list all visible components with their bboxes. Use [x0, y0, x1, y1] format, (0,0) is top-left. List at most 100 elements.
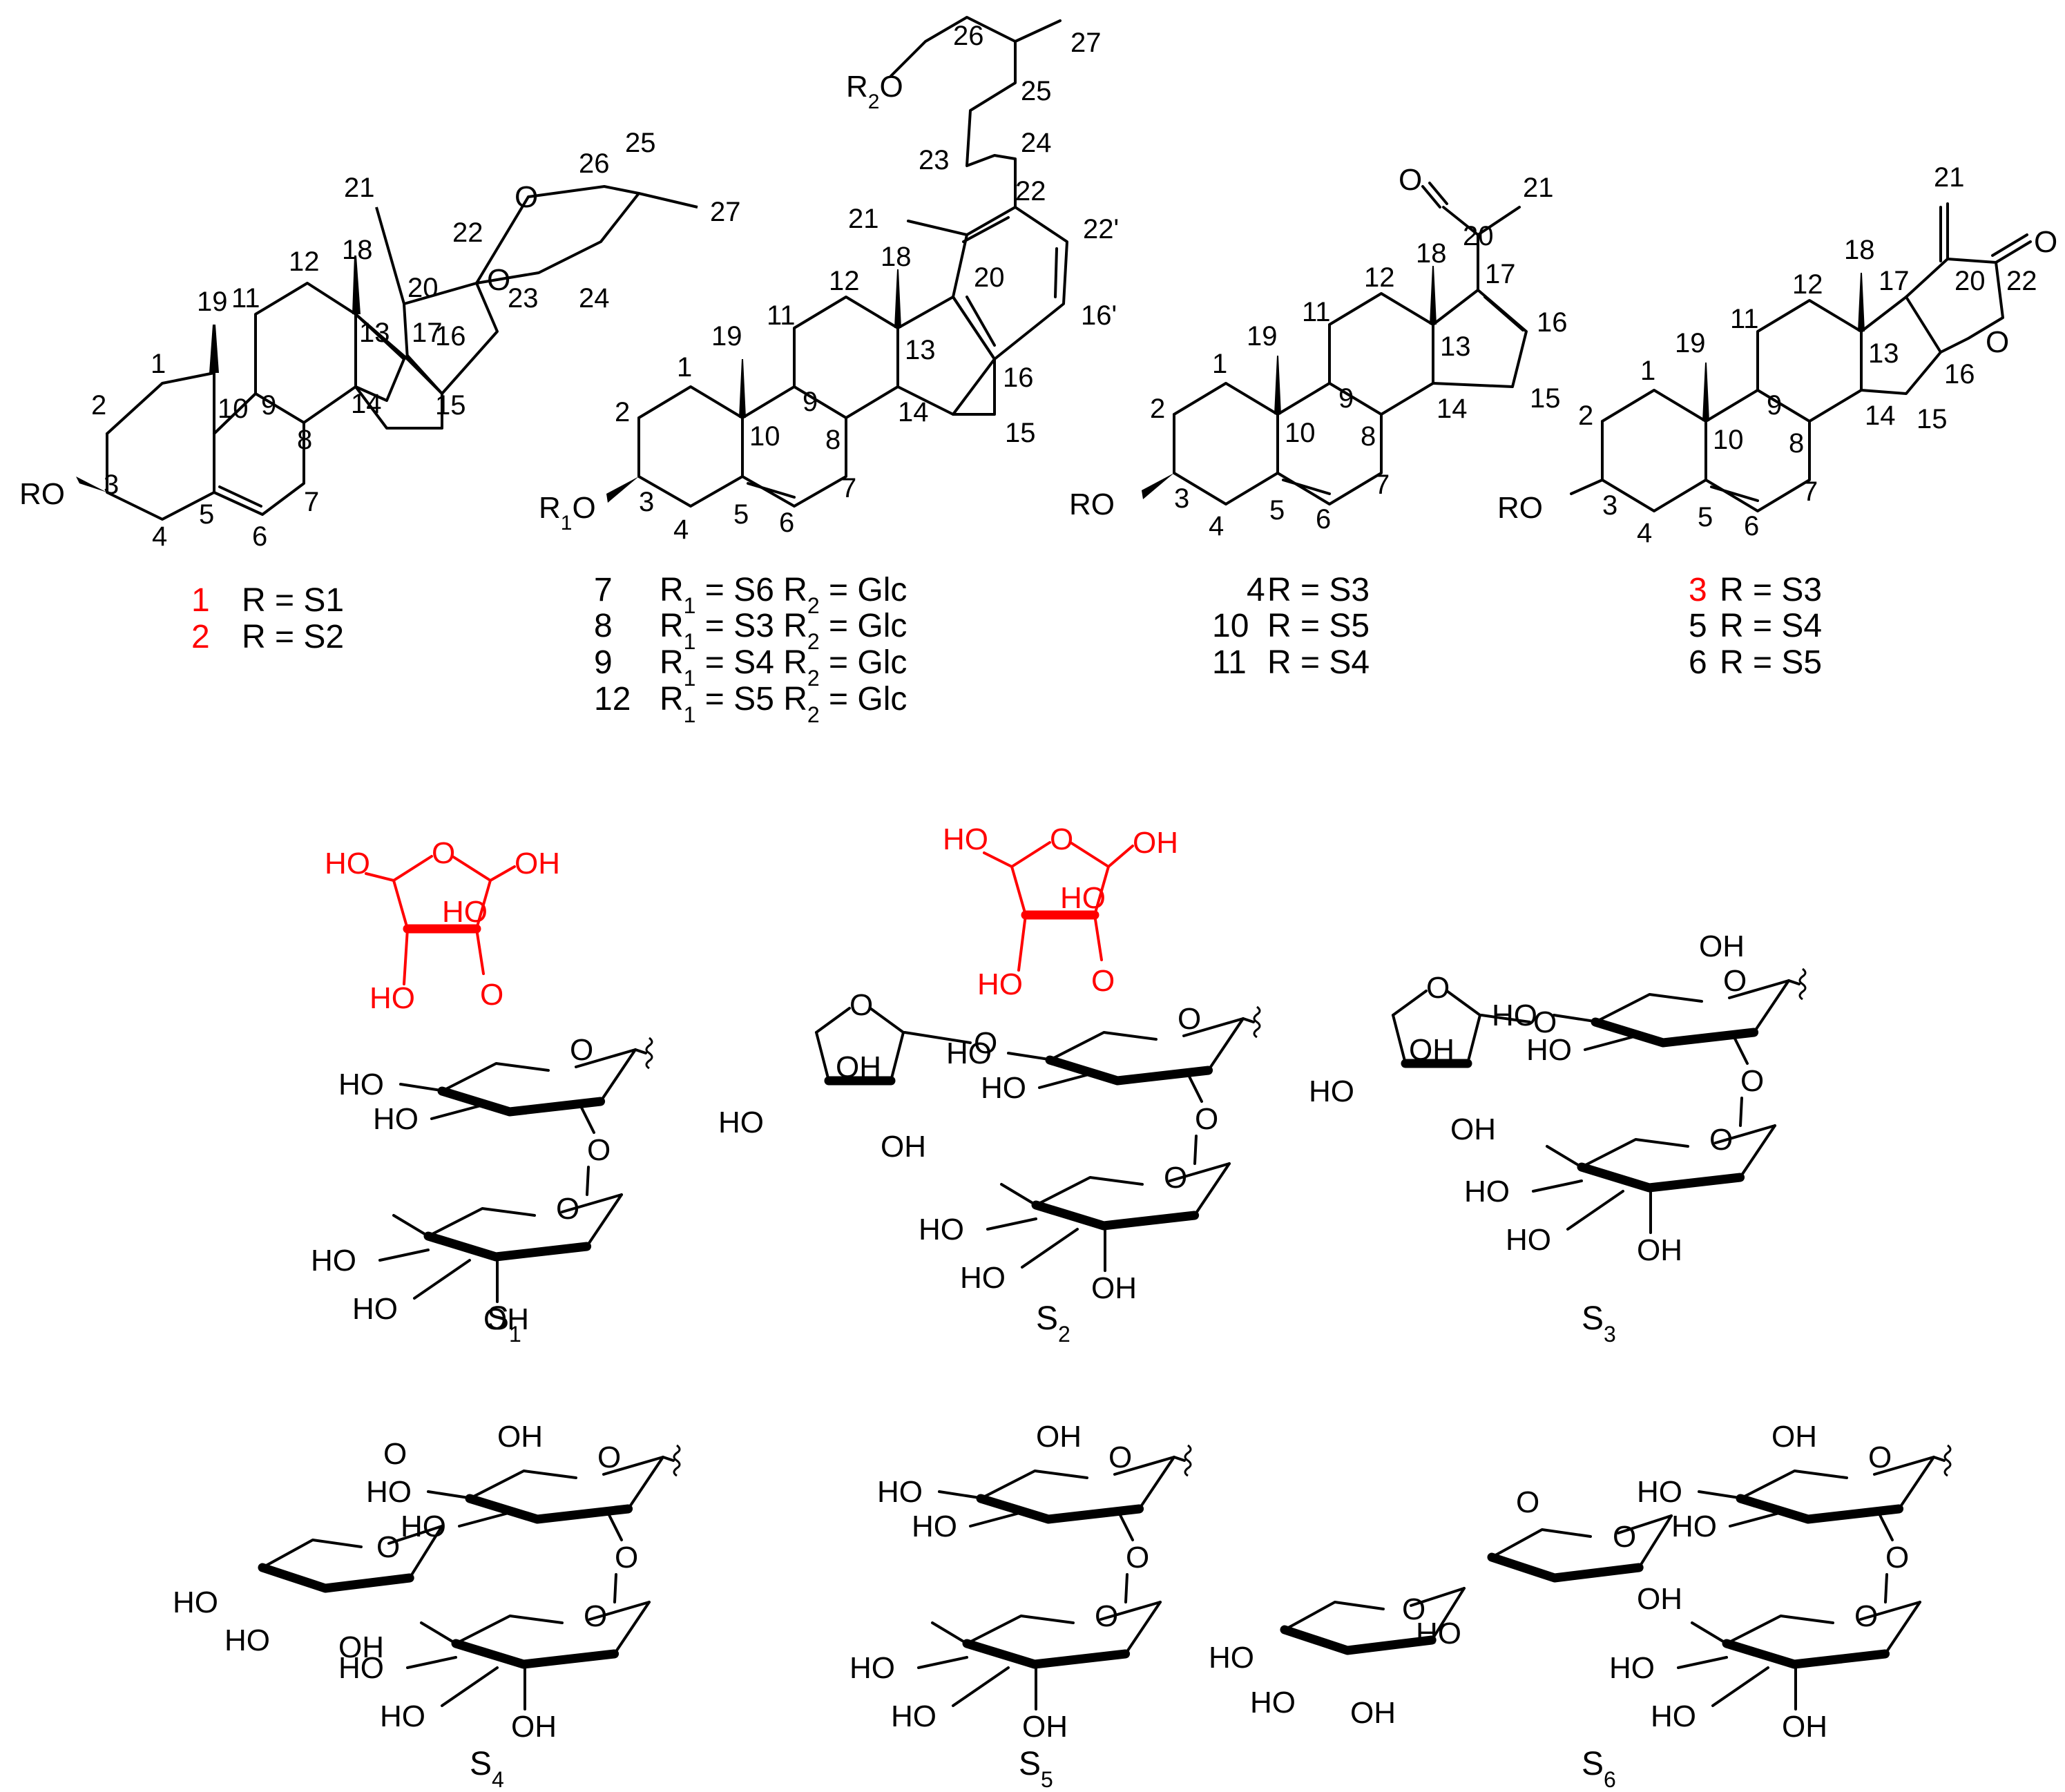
- atom-label: O: [1095, 1599, 1118, 1633]
- atom-label: OH: [338, 1630, 384, 1664]
- atom-label: 18: [881, 242, 912, 272]
- atom-label: OH: [1022, 1710, 1068, 1744]
- atom-label: HO: [1506, 1223, 1551, 1257]
- atom-label: 7: [1374, 470, 1390, 500]
- legend-text: R = S3: [1267, 572, 1370, 608]
- atom-label: HO: [912, 1510, 957, 1543]
- atom-label: 9: [1338, 383, 1354, 414]
- atom-label: 8: [297, 425, 312, 455]
- atom-label: O: [1426, 971, 1450, 1005]
- atom-label: HO: [311, 1244, 356, 1278]
- compound-number: 12: [594, 681, 631, 717]
- atom-label: 19: [1247, 321, 1278, 351]
- atom-label: 5: [1269, 495, 1285, 526]
- atom-label: OH: [483, 1302, 529, 1336]
- atom-label: 3: [1174, 483, 1189, 514]
- sugar-label: S6: [1582, 1746, 1616, 1792]
- atom-label: O: [556, 1192, 579, 1226]
- sugar-label: S1: [487, 1300, 521, 1347]
- atom-label: O: [584, 1599, 607, 1633]
- atom-label: HO: [173, 1586, 218, 1619]
- atom-label: 21: [344, 173, 375, 203]
- atom-label: 9: [803, 387, 818, 417]
- o-label: O: [515, 180, 538, 214]
- compound-number: 1: [191, 582, 210, 619]
- atom-label: HO: [877, 1475, 923, 1509]
- compound-number: 10: [1212, 608, 1249, 644]
- ro-label: RO: [1069, 488, 1115, 521]
- atom-label: HO: [380, 1699, 425, 1733]
- atom-label: O: [1402, 1592, 1425, 1626]
- atom-label: 24: [579, 283, 610, 314]
- atom-label: HO: [373, 1102, 419, 1136]
- o-label: O: [1399, 163, 1422, 197]
- atom-label: 4: [673, 514, 689, 545]
- atom-label: 13: [1440, 331, 1471, 362]
- atom-label: 17: [1485, 259, 1516, 289]
- legend-text: R1 = S5 R2 = Glc: [660, 681, 907, 727]
- atom-label: 1: [1212, 349, 1227, 379]
- atom-label: 18: [1844, 235, 1875, 265]
- atom-label: 6: [252, 521, 267, 552]
- legend-text: R1 = S4 R2 = Glc: [660, 644, 907, 691]
- legend-text: R1 = S6 R2 = Glc: [660, 572, 907, 618]
- atom-label: 11: [767, 300, 796, 331]
- atom-label: O: [432, 836, 455, 870]
- atom-label: 6: [779, 508, 794, 538]
- atom-label: 10: [1285, 418, 1316, 448]
- atom-label: HO: [366, 1475, 412, 1509]
- atom-label: 2: [615, 397, 630, 427]
- atom-label: 3: [639, 487, 654, 517]
- atom-label: 22: [2006, 266, 2037, 296]
- atom-label: O: [1050, 822, 1073, 856]
- atom-label: OH: [1036, 1420, 1082, 1454]
- o-label: O: [1986, 325, 2009, 359]
- atom-label: 27: [1070, 28, 1102, 58]
- atom-label: 8: [1361, 421, 1376, 452]
- atom-label: HO: [849, 1651, 895, 1685]
- atom-label: 5: [199, 499, 214, 530]
- atom-label: 1: [151, 349, 166, 379]
- legend-text: R = S5: [1720, 644, 1822, 681]
- atom-label: 17: [412, 318, 443, 348]
- atom-label: 10: [1713, 425, 1744, 455]
- atom-label: 14: [1865, 401, 1896, 431]
- compound-number: 9: [594, 644, 613, 681]
- atom-label: O: [1108, 1441, 1132, 1474]
- atom-label: HO: [1250, 1686, 1296, 1719]
- atom-label: 4: [1209, 511, 1224, 541]
- atom-label: HO: [369, 981, 415, 1015]
- atom-label: 12: [1364, 262, 1395, 293]
- atom-label: HO: [338, 1651, 384, 1685]
- atom-label: 4: [152, 521, 167, 552]
- atom-label: 4: [1637, 518, 1652, 548]
- atom-label: 26: [579, 148, 610, 179]
- atom-label: O: [1723, 964, 1747, 998]
- atom-label: 1: [1640, 356, 1655, 386]
- atom-label: OH: [1699, 929, 1745, 963]
- atom-label: HO: [1060, 881, 1106, 915]
- atom-label: 2: [1150, 394, 1165, 424]
- atom-label: HO: [1309, 1075, 1354, 1108]
- atom-label: O: [1195, 1102, 1218, 1136]
- atom-label: 15: [1917, 404, 1948, 434]
- legend-spirostanol: 1 R = S1 2 R = S2: [191, 582, 344, 655]
- atom-label: 17: [1879, 266, 1910, 296]
- atom-label: O: [849, 988, 873, 1022]
- atom-label: 7: [841, 473, 856, 503]
- atom-label: 23: [919, 145, 950, 175]
- atom-label: HO: [1526, 1033, 1572, 1067]
- compound-number: 3: [1689, 572, 1707, 608]
- atom-label: O: [570, 1033, 593, 1067]
- atom-label: HO: [981, 1071, 1026, 1105]
- atom-label: 8: [825, 425, 841, 455]
- atom-label: 14: [351, 389, 382, 419]
- legend-text: R = S3: [1720, 572, 1822, 608]
- atom-label: 15: [1005, 418, 1036, 448]
- atom-label: 11: [1730, 304, 1759, 334]
- atom-label: 6: [1744, 511, 1759, 541]
